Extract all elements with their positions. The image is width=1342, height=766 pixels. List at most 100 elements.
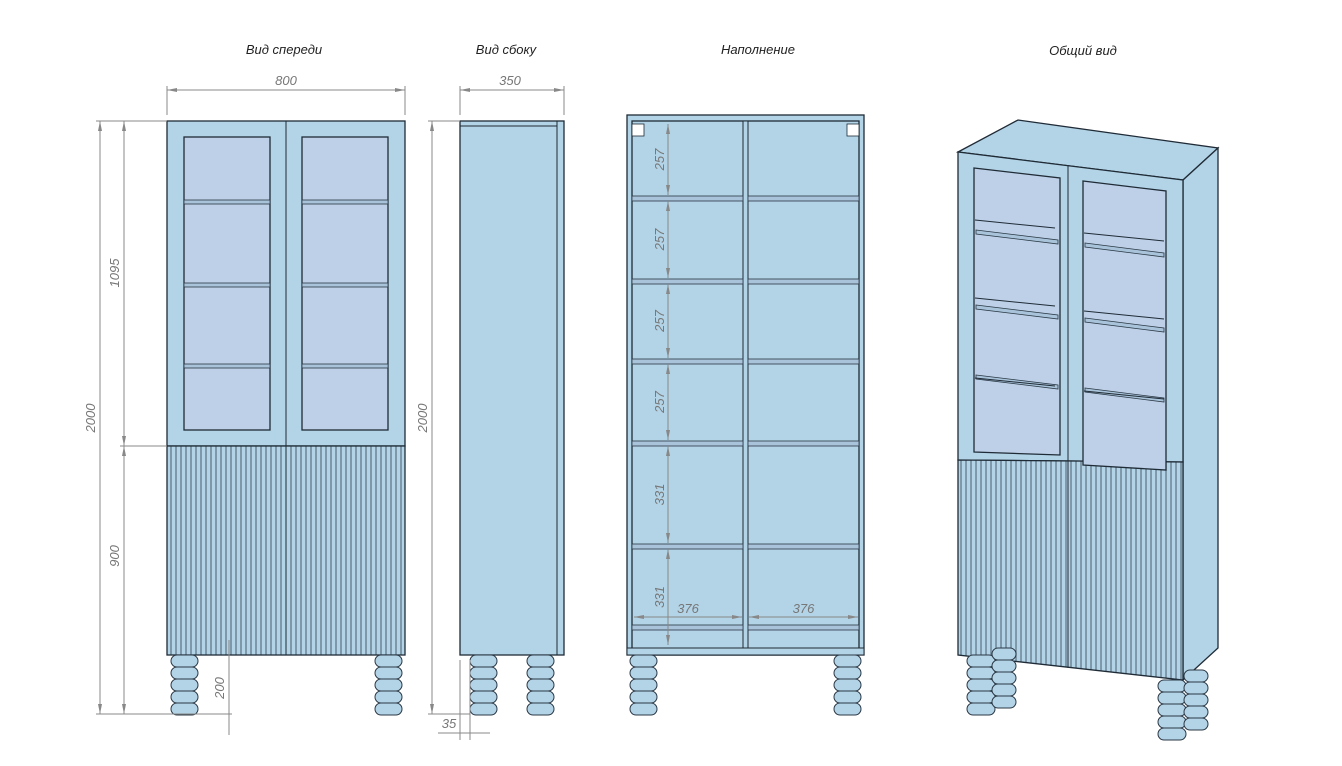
leg-offset-label: 35 (442, 716, 457, 731)
leg-disc (526, 666, 555, 680)
shelf (301, 363, 389, 369)
shelf-gap-label: 257 (652, 228, 667, 251)
general-view (955, 119, 1220, 741)
shelf (631, 624, 744, 631)
leg-disc (966, 666, 996, 680)
leg-disc (374, 654, 403, 668)
leg-disc (469, 654, 498, 668)
leg-disc (629, 690, 658, 704)
leg-disc (833, 654, 862, 668)
leg-disc (374, 666, 403, 680)
shelf (975, 229, 1059, 245)
leg-disc (170, 690, 199, 704)
leg-disc (629, 678, 658, 692)
general-view-title: Общий вид (1049, 43, 1117, 58)
leg-disc (991, 695, 1017, 709)
leg-height-label: 200 (212, 676, 227, 699)
side-view-title: Вид сбоку (476, 42, 538, 57)
shelf (183, 363, 271, 369)
shelf (183, 282, 271, 288)
shelf (301, 199, 389, 205)
shelf (631, 440, 744, 447)
back-shelf-line (1083, 232, 1165, 242)
shelf-gap-label: 257 (652, 390, 667, 413)
leg-disc (833, 702, 862, 716)
section-width-label: 376 (793, 601, 815, 616)
side-dimensions: 350 2000 35 (415, 73, 565, 740)
shelf-gap-label: 331 (652, 484, 667, 506)
leg-disc (1157, 703, 1187, 717)
shelf (1084, 242, 1165, 258)
leg-disc (991, 683, 1017, 697)
leg-disc (469, 666, 498, 680)
leg-disc (991, 671, 1017, 685)
shelf-gap-label: 331 (652, 586, 667, 608)
leg-disc (374, 678, 403, 692)
leg-disc (170, 678, 199, 692)
front-total-height-label: 2000 (83, 403, 98, 434)
leg-disc (966, 654, 996, 668)
shelf (1084, 317, 1165, 333)
shelf (301, 282, 389, 288)
shelf (747, 440, 860, 447)
leg-disc (833, 666, 862, 680)
side-depth-label: 350 (499, 73, 521, 88)
leg-disc (629, 702, 658, 716)
leg-disc (526, 678, 555, 692)
leg-disc (966, 702, 996, 716)
side-total-height-label: 2000 (415, 403, 430, 434)
leg-disc (469, 678, 498, 692)
shelf (631, 195, 744, 202)
back-shelf-line (974, 377, 1056, 387)
shelf-gap-label: 257 (652, 309, 667, 332)
shelf (631, 543, 744, 550)
shelf (747, 195, 860, 202)
back-shelf-line (974, 297, 1056, 307)
leg-disc (1183, 717, 1209, 731)
leg-disc (629, 654, 658, 668)
leg-disc (1157, 715, 1187, 729)
front-dimensions: 800 2000 1095 900 200 (83, 73, 406, 735)
leg-disc (374, 690, 403, 704)
shelf (747, 278, 860, 285)
leg-disc (1157, 727, 1187, 741)
front-width-label: 800 (275, 73, 297, 88)
leg-disc (170, 666, 199, 680)
front-lower-height-label: 900 (107, 544, 122, 566)
leg-disc (469, 702, 498, 716)
filling-view: 257 257 257 257 331 331 376 376 (626, 114, 865, 716)
shelf-gap-label: 257 (652, 148, 667, 171)
shelf (975, 304, 1059, 320)
leg-disc (1157, 691, 1187, 705)
leg-disc (526, 654, 555, 668)
leg-disc (469, 690, 498, 704)
back-shelf-line (974, 219, 1056, 229)
side-view (459, 120, 565, 716)
leg-disc (1183, 669, 1209, 683)
filling-view-title: Наполнение (721, 42, 795, 57)
back-shelf-line (1083, 310, 1165, 320)
leg-disc (966, 690, 996, 704)
shelf (747, 624, 860, 631)
leg-disc (629, 666, 658, 680)
leg-disc (1157, 679, 1187, 693)
leg-disc (374, 702, 403, 716)
leg-disc (170, 654, 199, 668)
section-width-label: 376 (677, 601, 699, 616)
leg-disc (833, 678, 862, 692)
leg-disc (1183, 693, 1209, 707)
leg-disc (966, 678, 996, 692)
leg-disc (833, 690, 862, 704)
leg-disc (1183, 705, 1209, 719)
shelf (747, 358, 860, 365)
front-view-title: Вид спереди (246, 42, 322, 57)
shelf (183, 199, 271, 205)
leg-disc (991, 659, 1017, 673)
shelf (631, 278, 744, 285)
front-upper-height-label: 1095 (107, 258, 122, 288)
shelf (631, 358, 744, 365)
leg-disc (1183, 681, 1209, 695)
leg-disc (526, 702, 555, 716)
back-shelf-line (1083, 390, 1165, 400)
